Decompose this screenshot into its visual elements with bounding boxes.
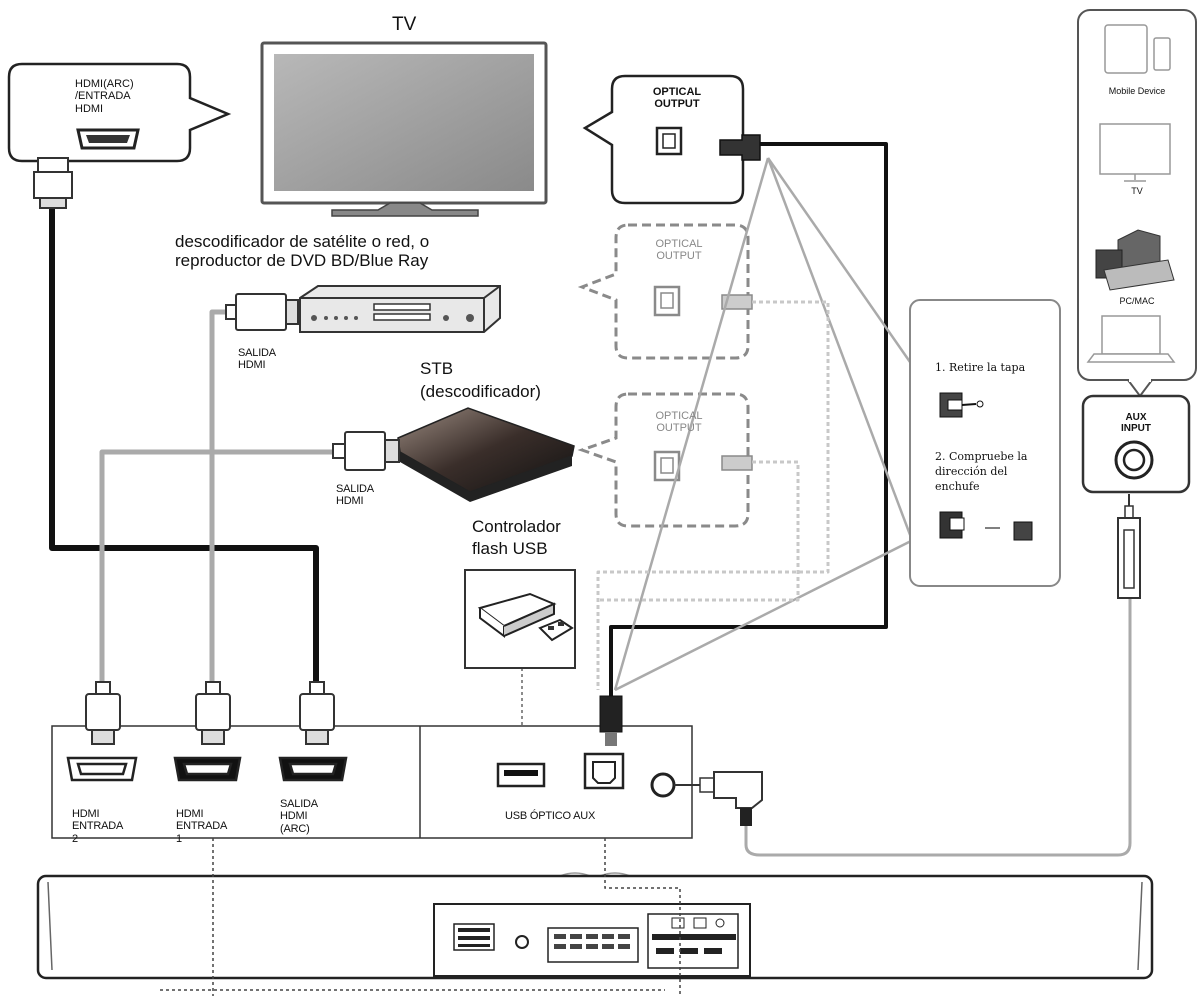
pc-mac-label: PC/MAC <box>1119 296 1155 306</box>
dvd-player-label: descodificador de satélite o red, o repr… <box>175 232 430 271</box>
usb-optical-aux-label: USB ÓPTICO AUX <box>505 810 596 822</box>
hdmi-callout-bubble <box>7 62 232 163</box>
optical-output-tv-label: OPTICAL OUTPUT <box>652 86 702 111</box>
tv-source-label: TV <box>1131 186 1143 196</box>
instruction-step-1: 1. Retire la tapa <box>935 361 1026 374</box>
usb-flash-label: Controlador flash USB <box>472 517 561 559</box>
sources-panel <box>1077 9 1197 398</box>
hdmi-input-2-label: HDMI ENTRADA 2 <box>72 808 124 845</box>
optical-callout-dvd <box>577 223 753 360</box>
mobile-device-label: Mobile Device <box>1108 86 1166 96</box>
aux-input-label: AUX INPUT <box>1121 412 1151 435</box>
dvd-player-illustration <box>225 285 501 333</box>
usb-flash-box <box>464 569 576 669</box>
instruction-step-2: 2. Compruebe la dirección del enchufe <box>935 450 1028 493</box>
cables <box>49 142 1132 857</box>
stb-illustration <box>332 407 575 502</box>
hdmi-plug-tv <box>33 157 73 209</box>
soundbar-illustration <box>36 838 1154 996</box>
rear-panel <box>51 681 763 839</box>
optical-plug-direction-icon <box>939 511 1033 541</box>
instruction-box <box>909 299 1061 587</box>
hdmi-input-1-label: HDMI ENTRADA 1 <box>176 808 228 845</box>
hdmi-arc-callout-label: HDMI(ARC) /ENTRADA HDMI <box>75 78 134 115</box>
aux-input-box <box>1081 394 1191 599</box>
optical-plug-cap-icon <box>939 392 984 418</box>
salida-hdmi-stb-label: SALIDA HDMI <box>336 483 374 508</box>
optical-callout-tv <box>582 74 761 205</box>
optical-output-stb-label: OPTICAL OUTPUT <box>655 410 703 435</box>
optical-output-dvd-label: OPTICAL OUTPUT <box>655 238 703 263</box>
hdmi-output-arc-label: SALIDA HDMI (ARC) <box>280 798 318 835</box>
tv-title: TV <box>392 14 417 35</box>
stb-label: STB (descodificador) <box>420 359 541 401</box>
salida-hdmi-dvd-label: SALIDA HDMI <box>238 347 276 372</box>
tv-illustration <box>260 41 548 217</box>
